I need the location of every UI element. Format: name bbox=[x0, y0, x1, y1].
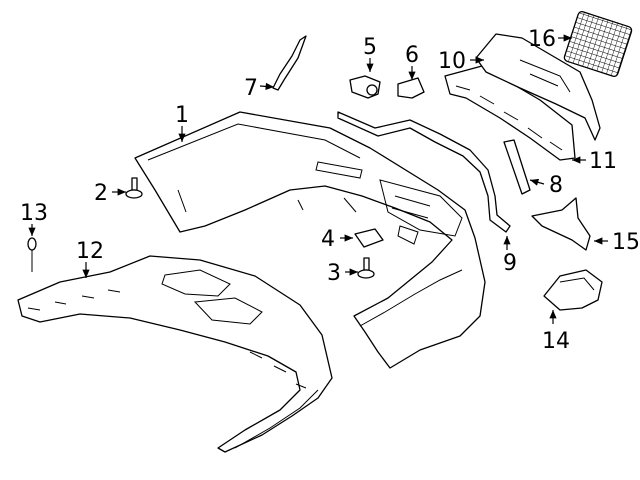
callout-12: 12 bbox=[76, 239, 104, 264]
air-duct bbox=[543, 269, 603, 311]
callout-11: 11 bbox=[589, 149, 617, 174]
callout-9: 9 bbox=[503, 251, 517, 276]
callout-5: 5 bbox=[363, 35, 377, 60]
sensor-bracket bbox=[349, 75, 381, 99]
callout-14: 14 bbox=[542, 329, 570, 354]
callout-4: 4 bbox=[321, 227, 335, 252]
callout-6: 6 bbox=[405, 43, 419, 68]
leader-lines bbox=[28, 34, 608, 324]
callout-13: 13 bbox=[20, 201, 48, 226]
reflector-strip bbox=[503, 139, 531, 195]
bolt-3 bbox=[357, 257, 375, 279]
callout-10: 10 bbox=[438, 49, 466, 74]
clip-bracket bbox=[397, 77, 425, 99]
mesh-grille bbox=[563, 11, 633, 77]
callout-7: 7 bbox=[244, 76, 258, 101]
callout-15: 15 bbox=[612, 230, 640, 255]
upper-bracket bbox=[475, 33, 601, 141]
callout-1: 1 bbox=[175, 103, 189, 128]
side-bracket bbox=[531, 197, 591, 251]
callout-2: 2 bbox=[94, 181, 108, 206]
bumper-cover bbox=[134, 111, 486, 369]
lower-valance bbox=[17, 255, 333, 453]
molding-strip bbox=[272, 35, 307, 91]
callout-16: 16 bbox=[528, 27, 556, 52]
bolt-2 bbox=[125, 177, 143, 199]
callout-8: 8 bbox=[549, 173, 563, 198]
push-pin bbox=[27, 237, 37, 272]
nut bbox=[354, 228, 384, 248]
callout-3: 3 bbox=[327, 261, 341, 286]
callout-labels: 1 2 3 4 5 6 7 8 9 10 11 12 13 14 15 16 bbox=[20, 27, 640, 354]
edge-molding bbox=[337, 111, 511, 233]
